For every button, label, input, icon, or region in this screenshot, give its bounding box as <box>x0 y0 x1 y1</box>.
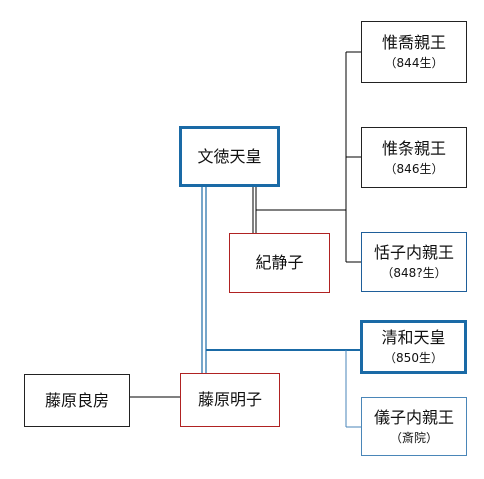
node-name: 紀静子 <box>255 253 304 272</box>
node-koreeda: 惟条親王 （846生） <box>361 127 467 188</box>
node-name: 藤原明子 <box>197 390 262 409</box>
node-tenshi: 恬子内親王 （848?生） <box>361 232 467 292</box>
node-name: 藤原良房 <box>44 390 109 410</box>
node-koretaka: 惟喬親王 （844生） <box>361 21 467 83</box>
node-name: 惟喬親王 <box>381 33 446 52</box>
node-note: （斎院） <box>389 430 438 445</box>
node-note: （850生） <box>384 351 443 365</box>
node-name: 恬子内親王 <box>373 243 454 262</box>
node-name: 文徳天皇 <box>197 146 262 166</box>
node-gishi: 儀子内親王 （斎院） <box>361 397 467 456</box>
node-montoku: 文徳天皇 <box>179 126 280 187</box>
node-fujiwara-akirakeiko: 藤原明子 <box>180 373 280 427</box>
node-note: （846生） <box>384 161 444 176</box>
node-seiwa: 清和天皇 （850生） <box>360 320 467 374</box>
node-note: （848?生） <box>381 266 447 280</box>
node-name: 清和天皇 <box>381 328 446 347</box>
node-fujiwara-yoshifusa: 藤原良房 <box>24 374 130 427</box>
node-note: （844生） <box>384 56 444 70</box>
node-name: 惟条親王 <box>381 138 446 158</box>
node-kinoshizuko: 紀静子 <box>229 233 330 293</box>
node-name: 儀子内親王 <box>373 407 454 427</box>
